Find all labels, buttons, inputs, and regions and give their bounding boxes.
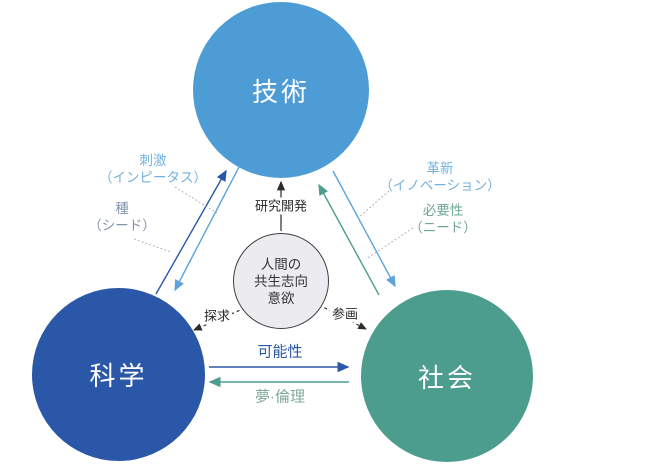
innovation-leader-line — [358, 190, 390, 218]
stimulus-leader-line — [174, 186, 218, 214]
need-label: 必要性 （ニード） — [409, 202, 477, 236]
exploration-label: 探求 — [201, 307, 233, 325]
technology-circle: 技術 — [193, 2, 369, 178]
human-motivation-circle: 人間の 共生志向 意欲 — [233, 233, 329, 329]
center-label-line2: 共生志向 — [254, 273, 308, 289]
possibility-label: 可能性 — [257, 343, 303, 361]
stimulus-title: 刺激 — [139, 153, 167, 168]
science-label: 科学 — [89, 361, 148, 391]
need-sub: （ニード） — [409, 220, 477, 235]
innovation-sub: （イノベーション） — [379, 178, 501, 193]
seed-title: 種 — [115, 201, 129, 216]
seed-sub: （シード） — [88, 218, 156, 233]
stimulus-label: 刺激 （インピータス） — [99, 152, 207, 186]
dream-ethics-label: 夢·倫理 — [255, 388, 305, 406]
research-development-label: 研究開発 — [252, 197, 310, 215]
center-label-line1: 人間の — [260, 256, 302, 272]
seed-arrow — [155, 169, 227, 295]
society-label: 社会 — [417, 362, 476, 393]
innovation-arrow — [332, 170, 396, 288]
innovation-title: 革新 — [426, 161, 454, 176]
stimulus-arrow — [174, 166, 240, 292]
stimulus-sub: （インピータス） — [99, 170, 207, 185]
need-leader-line — [365, 227, 414, 260]
society-circle: 社会 — [361, 290, 533, 462]
seed-leader-line — [133, 238, 172, 253]
center-label-line3: 意欲 — [267, 290, 295, 306]
technology-label: 技術 — [251, 76, 310, 107]
seed-label: 種 （シード） — [88, 200, 156, 234]
need-arrow — [318, 183, 380, 296]
science-circle: 科学 — [32, 288, 205, 461]
participation-label: 参画 — [329, 305, 361, 323]
need-title: 必要性 — [422, 203, 464, 218]
innovation-label: 革新 （イノベーション） — [379, 160, 500, 194]
